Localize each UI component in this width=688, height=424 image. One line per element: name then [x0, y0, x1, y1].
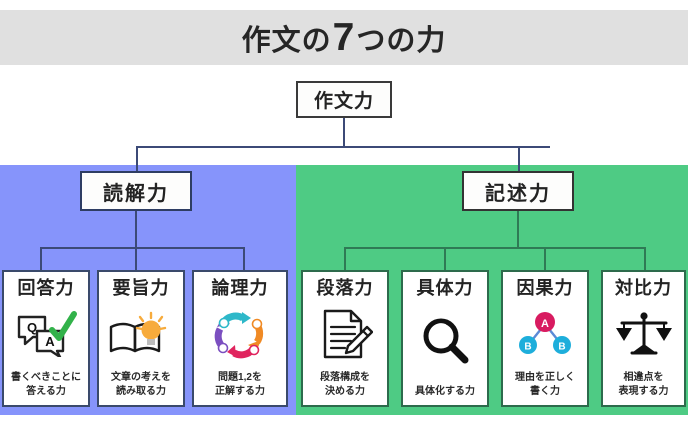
branch-node-label-reading: 読解力: [103, 182, 169, 205]
connector-to-writing-branch: [518, 146, 520, 171]
card-title-1: 回答力: [17, 278, 75, 298]
page-title-post: つの力: [356, 24, 447, 57]
branch-node-label-writing: 記述力: [485, 182, 551, 205]
card-title-5: 具体力: [416, 278, 474, 298]
connector-writing-to-card-7: [644, 247, 646, 270]
card-caption-5: 具体化する力: [415, 385, 475, 397]
card-caption-3: 問題1,2を 正解する力: [215, 372, 265, 397]
connector-reading-to-card-1: [40, 247, 42, 270]
branch-node-kijutsuryoku[interactable]: 記述力: [462, 171, 574, 211]
connector-root-stem: [343, 118, 345, 146]
card-gutairyoku[interactable]: 具体力 具体化する力: [401, 270, 489, 407]
card-taihiryoku[interactable]: 対比力 相違点を 表現する力: [601, 270, 686, 407]
org-chart-diagram: 作文力 読解力 記述力 回答力 Q A 書くべきことに 答える力: [0, 65, 688, 424]
magnifying-glass-icon: [403, 297, 487, 385]
connector-reading-stem: [135, 211, 137, 247]
connector-reading-horizontal: [40, 247, 243, 249]
card-title-3: 論理力: [211, 278, 269, 298]
page-title-number: 7: [332, 15, 356, 59]
open-book-lightbulb-icon: [99, 297, 183, 371]
svg-text:B: B: [558, 342, 565, 353]
card-caption-4: 段落構成を 決める力: [320, 372, 370, 397]
card-caption-2: 文章の考えを 読み取る力: [111, 372, 171, 397]
card-title-2: 要旨力: [112, 278, 170, 298]
svg-text:Q: Q: [27, 320, 37, 335]
root-node-sakubunryoku[interactable]: 作文力: [296, 81, 392, 118]
connector-to-reading-branch: [136, 146, 138, 171]
root-node-label: 作文力: [313, 91, 374, 112]
connector-reading-to-card-3: [243, 247, 245, 270]
connector-root-horizontal: [136, 146, 550, 148]
branch-node-dokkairyoku[interactable]: 読解力: [80, 171, 192, 211]
card-ronriryoku[interactable]: 論理力 問題1,2を 正解する力: [192, 270, 288, 407]
connector-writing-stem: [517, 211, 519, 247]
connector-writing-to-card-4: [344, 247, 346, 270]
card-title-6: 因果力: [516, 278, 574, 298]
card-caption-1: 書くべきことに 答える力: [11, 372, 81, 397]
card-kaitouryoku[interactable]: 回答力 Q A 書くべきことに 答える力: [2, 270, 90, 407]
qa-bubbles-check-icon: Q A: [4, 297, 88, 371]
card-caption-7: 相違点を 表現する力: [618, 372, 669, 397]
svg-text:B: B: [524, 342, 531, 353]
card-youshiryoku[interactable]: 要旨力 文章の考えを 読み取る力: [97, 270, 185, 407]
cause-effect-tree-icon: A B B: [503, 297, 587, 371]
card-title-7: 対比力: [615, 278, 672, 298]
connector-writing-horizontal: [344, 247, 645, 249]
page-title-pre: 作文の: [241, 24, 332, 57]
card-caption-6: 理由を正しく 書く力: [515, 372, 575, 397]
svg-text:A: A: [541, 318, 549, 330]
balance-scales-icon: [603, 297, 684, 371]
connector-reading-to-card-2: [135, 247, 137, 270]
card-title-4: 段落力: [316, 278, 374, 298]
document-pencil-icon: [303, 297, 387, 371]
card-danrakuryoku[interactable]: 段落力 段落構成を 決める力: [301, 270, 389, 407]
card-ingaryoku[interactable]: 因果力 A B B 理由を正しく 書く力: [501, 270, 589, 407]
cycle-arrows-icon: [194, 297, 286, 371]
connector-writing-to-card-5: [444, 247, 446, 270]
svg-text:A: A: [45, 334, 55, 349]
connector-writing-to-card-6: [544, 247, 546, 270]
